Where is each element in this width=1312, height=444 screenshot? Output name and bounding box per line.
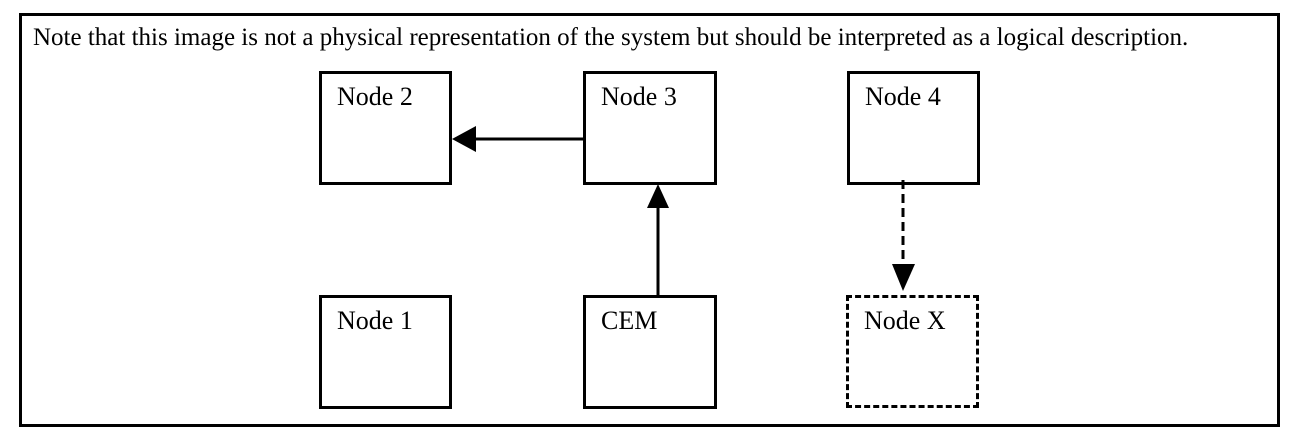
node-box-cem: CEM bbox=[583, 295, 717, 409]
node-box-node1: Node 1 bbox=[319, 295, 452, 409]
node-label-node4: Node 4 bbox=[865, 82, 941, 111]
node-label-node3: Node 3 bbox=[601, 82, 677, 111]
node-label-node1: Node 1 bbox=[337, 306, 413, 335]
node-box-node4: Node 4 bbox=[847, 71, 980, 185]
node-box-node2: Node 2 bbox=[319, 71, 452, 185]
node-box-node3: Node 3 bbox=[583, 71, 717, 185]
node-label-node2: Node 2 bbox=[337, 82, 413, 111]
node-box-nodex: Node X bbox=[846, 295, 979, 408]
diagram-note: Note that this image is not a physical r… bbox=[33, 24, 1189, 51]
node-label-cem: CEM bbox=[601, 306, 658, 335]
node-label-nodex: Node X bbox=[864, 306, 946, 335]
